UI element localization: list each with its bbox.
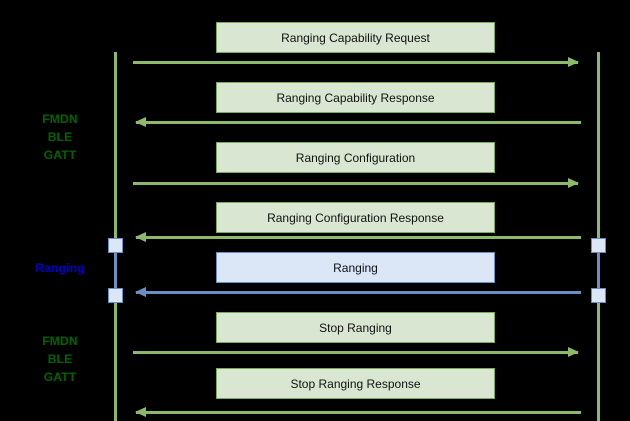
phase-label-fmdn-ble-gatt-top: FMDN BLE GATT [42, 112, 78, 162]
arrowhead-left-icon [135, 232, 146, 242]
message-box-stop-ranging: Stop Ranging [216, 312, 495, 343]
message-box-ranging-configuration: Ranging Configuration [216, 142, 495, 173]
phase-label-ranging: Ranging [35, 261, 85, 275]
arrowhead-left-icon [135, 117, 146, 127]
arrow-shaft [133, 351, 578, 354]
arrowhead-right-icon [568, 57, 579, 67]
message-box-stop-ranging-response: Stop Ranging Response [216, 368, 495, 399]
arrowhead-right-icon [568, 178, 579, 188]
lifeline-right [597, 52, 600, 421]
activation-node-right-start [591, 238, 606, 253]
message-arrow-ranging-capability-response [135, 117, 581, 128]
phase-label-fmdn-ble-gatt-bottom: FMDN BLE GATT [42, 334, 78, 384]
message-box-ranging: Ranging [216, 252, 495, 283]
message-arrow-stop-ranging [133, 347, 579, 358]
message-box-ranging-capability-response: Ranging Capability Response [216, 82, 495, 113]
message-arrow-ranging-capability-request [133, 57, 579, 68]
arrowhead-left-icon [135, 407, 146, 417]
arrow-shaft [136, 411, 581, 414]
arrowhead-left-icon [135, 287, 146, 297]
message-arrow-stop-ranging-response [135, 407, 581, 418]
arrow-shaft [136, 236, 581, 239]
lifeline-left [114, 52, 117, 421]
message-arrow-ranging [135, 287, 581, 298]
message-box-ranging-configuration-response: Ranging Configuration Response [216, 202, 495, 233]
arrow-shaft [136, 291, 581, 294]
activation-node-left-end [108, 288, 123, 303]
activation-node-right-end [591, 288, 606, 303]
arrow-shaft [133, 182, 578, 185]
arrow-shaft [136, 121, 581, 124]
message-box-ranging-capability-request: Ranging Capability Request [216, 22, 495, 53]
message-arrow-ranging-configuration-response [135, 232, 581, 243]
arrow-shaft [133, 61, 578, 64]
activation-node-left-start [108, 238, 123, 253]
activation-line-left [114, 245, 117, 295]
arrowhead-right-icon [568, 347, 579, 357]
message-arrow-ranging-configuration [133, 178, 579, 189]
activation-line-right [597, 245, 600, 295]
